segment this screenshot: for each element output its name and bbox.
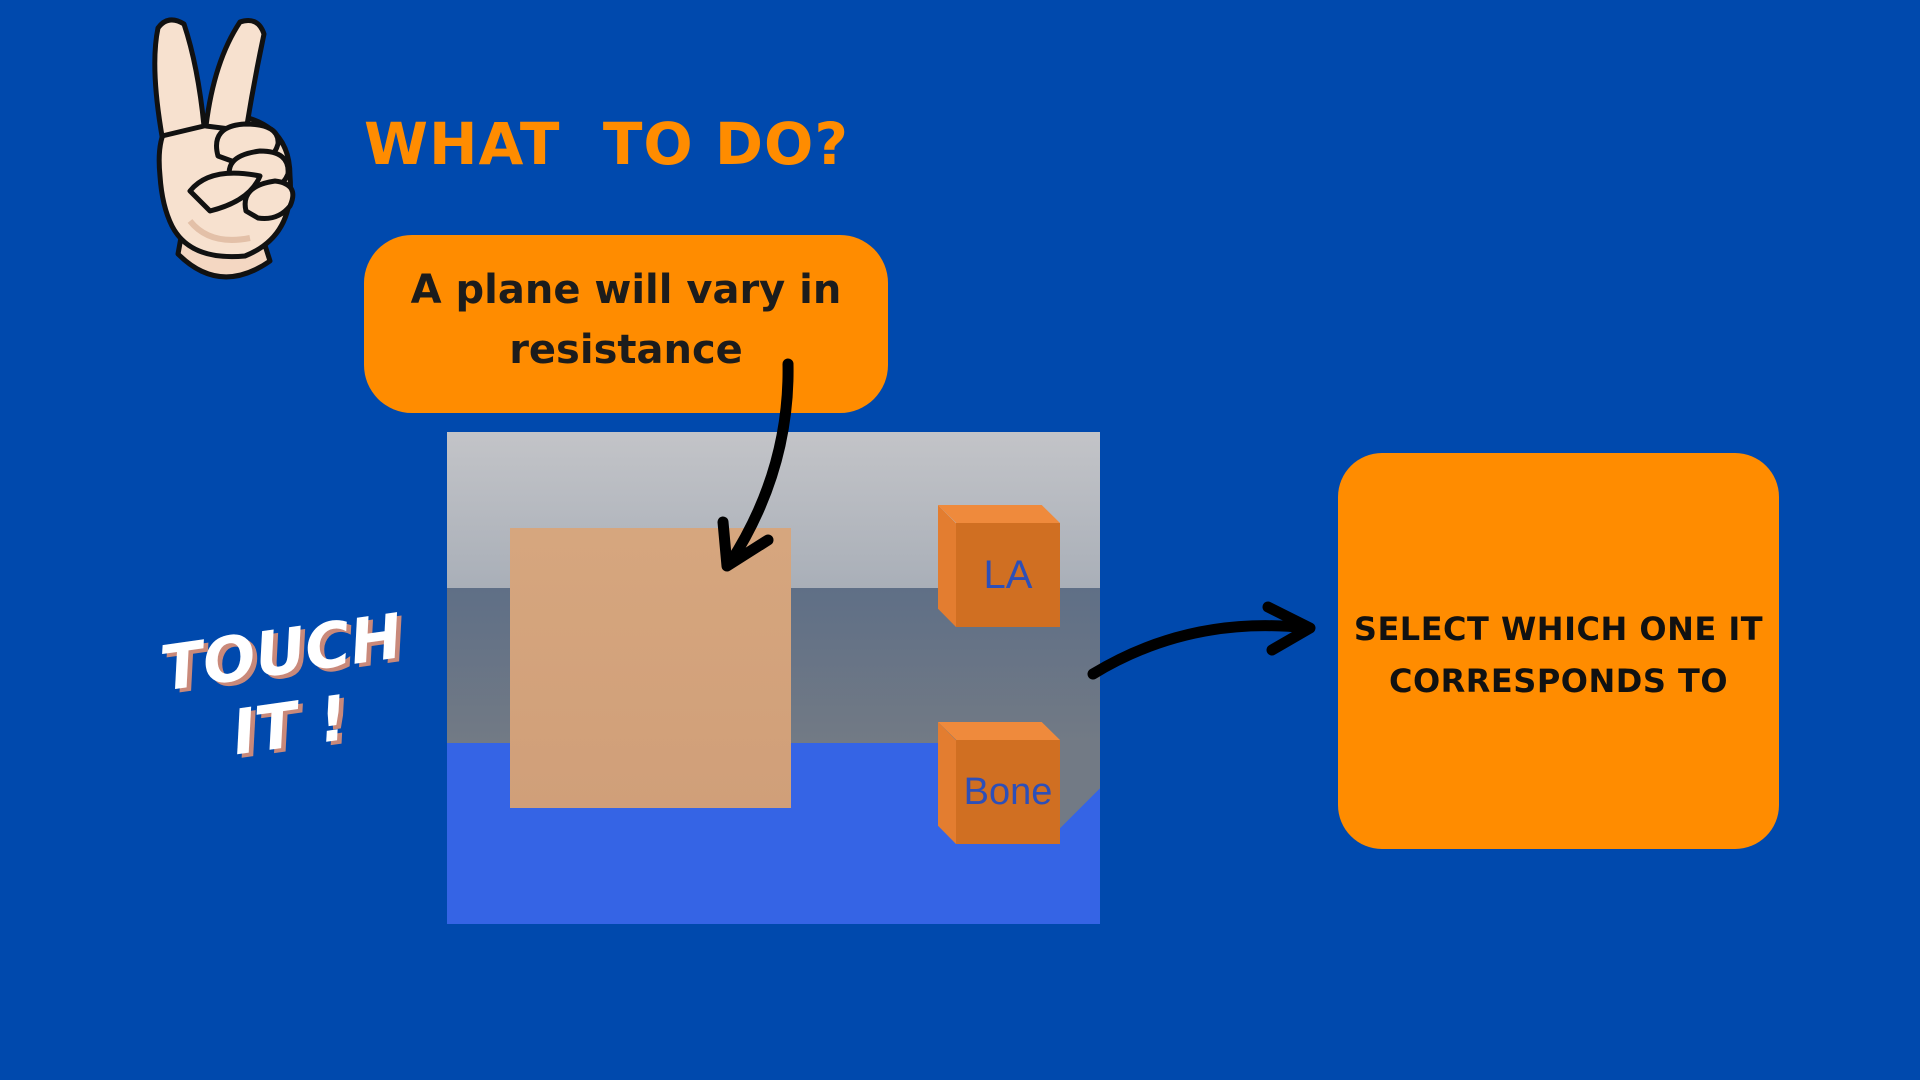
answer-prompt: SELECT WHICH ONE IT CORRESPONDS TO (1353, 610, 1764, 700)
resistance-plane[interactable] (510, 528, 791, 808)
instruction-text: A plane will vary in resistance (410, 267, 842, 373)
cube-label: LA (956, 523, 1060, 627)
cube-top (938, 722, 1060, 740)
instruction-bubble: A plane will vary in resistance (364, 235, 888, 413)
floor-shadow (1060, 743, 1100, 873)
answer-box[interactable]: SELECT WHICH ONE IT CORRESPONDS TO (1338, 453, 1779, 849)
cube-side (938, 505, 956, 627)
cube-label: Bone (956, 740, 1060, 844)
cube-la-option[interactable]: LA (938, 505, 1060, 627)
peace-hand-icon (152, 17, 296, 280)
sticker-shadow-2: IT ! (232, 684, 356, 772)
arrow-to-answer-icon (1087, 620, 1313, 680)
sticker-line-2: IT ! (228, 681, 352, 769)
cube-top (938, 505, 1060, 523)
page-title: WHAT TO DO? (364, 110, 850, 178)
cube-bone-option[interactable]: Bone (938, 722, 1060, 844)
arrow-head-to-answer-icon (1262, 601, 1316, 656)
touch-it-sticker: TOUCH TOUCH IT ! IT ! (156, 599, 410, 772)
cube-side (938, 722, 956, 844)
scene-viewport[interactable]: LA Bone (447, 432, 1100, 924)
